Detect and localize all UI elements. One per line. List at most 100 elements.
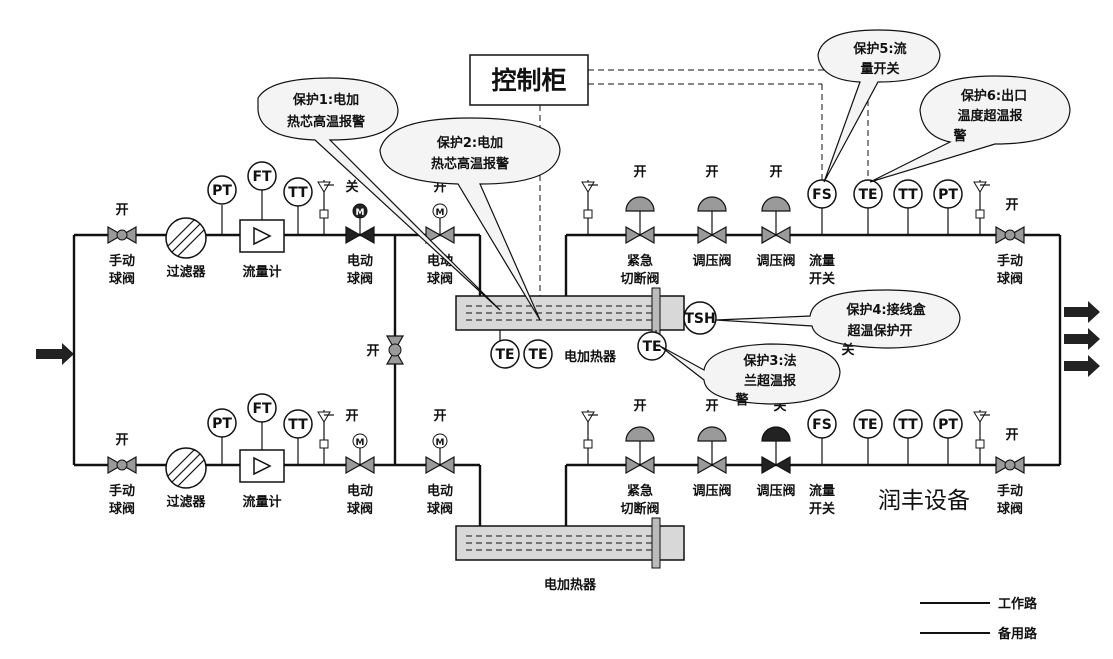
instrument-tag: PT: [938, 417, 958, 433]
component-label: 过滤器: [166, 494, 206, 510]
callout-protection-2: 保护2:电加 热芯高温报警: [379, 117, 561, 321]
electric-valve-working-2[interactable]: M: [425, 203, 455, 245]
tt-transmitter-standby: [283, 409, 313, 439]
component-label: 紧急: [627, 253, 653, 269]
ft-transmitter-working: [247, 161, 277, 191]
ft-transmitter-standby: [247, 393, 277, 423]
component-label: 流量: [809, 253, 835, 269]
fs-switch-standby: [807, 409, 837, 439]
pressure-regulator-standby-2[interactable]: [761, 426, 791, 475]
instrument-tag: TT: [898, 187, 918, 203]
component-label: 球阀: [427, 501, 453, 517]
svg-text:量开关: 量开关: [860, 61, 899, 77]
te-outlet-working: [853, 179, 883, 209]
electric-valve-standby-2[interactable]: M: [425, 433, 455, 475]
svg-text:超温保护开: 超温保护开: [847, 323, 912, 339]
svg-text:保护3:法: 保护3:法: [742, 353, 796, 369]
svg-text:兰超温报: 兰超温报: [744, 373, 797, 389]
valve-state-label: 关: [345, 179, 358, 195]
pressure-regulator-working-2[interactable]: [761, 196, 791, 245]
te-heater-2: [523, 339, 553, 369]
component-label: 切断阀: [620, 271, 659, 287]
instrument-tag: PT: [212, 416, 232, 432]
svg-text:保护2:电加: 保护2:电加: [436, 135, 503, 151]
brand-label: 润丰设备: [878, 488, 970, 514]
valve-state-label: 开: [705, 165, 718, 180]
component-label: 电动: [347, 483, 373, 499]
component-label: 流量: [809, 483, 835, 499]
pt-gauge-standby: [207, 408, 237, 438]
valve-state-label: 开: [1005, 428, 1018, 443]
svg-text:警: 警: [735, 392, 748, 408]
component-label: 手动: [997, 483, 1023, 499]
svg-text:警: 警: [953, 128, 966, 144]
electric-heater-working[interactable]: [455, 287, 685, 339]
svg-text:保护6:出口: 保护6:出口: [960, 88, 1027, 104]
instrument-tag: TT: [288, 417, 308, 433]
emergency-valve-working[interactable]: [625, 196, 655, 245]
electric-valve-working-1[interactable]: M: [345, 203, 375, 245]
electric-heater-standby[interactable]: [455, 517, 685, 569]
component-label: 球阀: [109, 501, 135, 517]
filter-working[interactable]: [165, 217, 207, 259]
outlet-arrow: [1064, 355, 1100, 377]
motor-tag: M: [436, 208, 445, 218]
flowmeter-standby[interactable]: [239, 449, 285, 483]
callout-protection-3: 保护3:法 兰超温报 警: [659, 343, 841, 408]
emergency-valve-standby[interactable]: [625, 426, 655, 475]
manual-valve-standby-out[interactable]: [995, 455, 1025, 475]
instrument-tag: TE: [642, 339, 661, 355]
te-heater-1: [490, 339, 520, 369]
relief-valve-standby-right-1: [581, 410, 598, 465]
component-label: 球阀: [997, 501, 1023, 517]
relief-valve-standby-left: [317, 410, 334, 465]
manual-valve-working-out[interactable]: [995, 225, 1025, 245]
pt-outlet-standby: [933, 409, 963, 439]
component-label: 电动: [427, 483, 453, 499]
manual-valve-standby-in[interactable]: [107, 455, 137, 475]
legend: 工作路 备用路: [920, 596, 1038, 642]
callout-protection-6: 保护6:出口 温度超温报 警: [869, 75, 1071, 183]
control-cabinet-label: 控制柜: [491, 66, 566, 95]
valve-state-label: 开: [345, 409, 358, 424]
legend-working-label: 工作路: [998, 596, 1038, 612]
component-label: 流量计: [242, 264, 281, 280]
electric-valve-standby-1[interactable]: M: [345, 433, 375, 475]
callout-protection-1: 保护1:电加 热芯高温报警: [257, 77, 501, 311]
pt-outlet-working: [933, 179, 963, 209]
manual-valve-working-in[interactable]: [107, 225, 137, 245]
instrument-tag: FT: [252, 401, 272, 417]
instrument-tag: PT: [212, 183, 232, 199]
tsh-switch: [683, 301, 717, 335]
component-label: 流量计: [242, 494, 281, 510]
bypass-valve[interactable]: [385, 335, 405, 365]
instrument-tag: TE: [528, 347, 547, 363]
component-label: 球阀: [109, 271, 135, 287]
instrument-tag: FS: [812, 417, 832, 433]
pressure-regulator-working-1[interactable]: [697, 196, 727, 245]
component-label: 电加热器: [544, 577, 597, 593]
filter-standby[interactable]: [165, 447, 207, 489]
motor-tag: M: [436, 438, 445, 448]
svg-text:保护5:流: 保护5:流: [852, 41, 906, 57]
valve-state-label: 开: [633, 165, 646, 180]
component-label: 手动: [109, 253, 135, 269]
callout-protection-4: 保护4:接线盒 超温保护开 关: [715, 289, 961, 358]
instrument-tag: TSH: [684, 311, 715, 327]
callout-protection-5: 保护5:流 量开关: [817, 29, 941, 183]
valve-state-label: 开: [433, 409, 446, 424]
component-label: 电加热器: [564, 349, 617, 365]
instrument-tag: PT: [938, 187, 958, 203]
instrument-tag: FT: [252, 169, 272, 185]
instrument-tag: TE: [858, 417, 877, 433]
valve-state-label: 开: [705, 399, 718, 414]
component-label: 调压阀: [692, 483, 731, 499]
component-label: 电动: [347, 253, 373, 269]
component-label: 切断阀: [620, 501, 659, 517]
control-cabinet-box: [469, 54, 589, 106]
pressure-regulator-standby-1[interactable]: [697, 426, 727, 475]
legend-standby-label: 备用路: [997, 626, 1038, 642]
outlet-arrow: [1064, 328, 1100, 350]
component-label: 调压阀: [756, 253, 795, 269]
